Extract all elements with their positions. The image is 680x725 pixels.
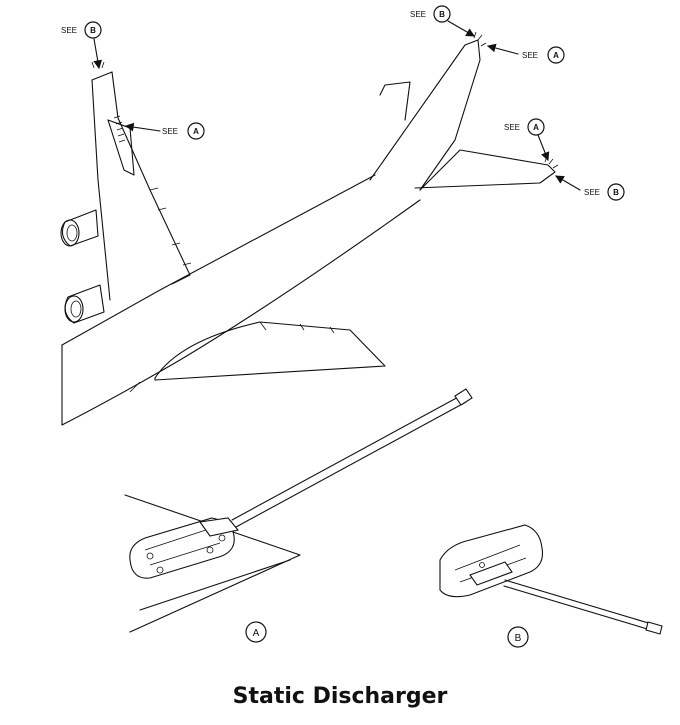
engine-upper <box>60 209 99 247</box>
callout-ref: A <box>553 51 559 60</box>
callout-see-text: SEE <box>162 127 178 136</box>
figure-caption: Static Discharger <box>232 684 448 709</box>
detail-b-discharger: B <box>439 524 663 648</box>
detail-b-label: B <box>515 633 522 644</box>
engine-lower <box>64 284 105 324</box>
aircraft-diagram: SEE B SEE A SEE B SEE A SEE A SEE B <box>60 5 663 648</box>
right-wing <box>129 321 386 393</box>
detail-a-label: A <box>253 628 260 639</box>
callout-3: SEE B <box>410 5 475 37</box>
callout-5: SEE A <box>504 118 550 162</box>
horizontal-stabilizer <box>414 149 559 191</box>
vertical-stabilizer <box>369 31 487 191</box>
callout-ref: A <box>533 123 539 132</box>
callout-2: SEE A <box>124 122 205 140</box>
callout-see-text: SEE <box>504 123 520 132</box>
callout-ref: B <box>613 188 619 197</box>
callout-see-text: SEE <box>584 188 600 197</box>
callout-4: SEE A <box>486 43 565 64</box>
callout-ref: A <box>193 127 199 136</box>
callout-see-text: SEE <box>410 10 426 19</box>
callout-6: SEE B <box>555 175 625 201</box>
callout-1: SEE B <box>61 21 103 70</box>
wing-dischargers <box>113 115 126 143</box>
callout-see-text: SEE <box>522 51 538 60</box>
callout-see-text: SEE <box>61 26 77 35</box>
fuselage <box>61 174 421 426</box>
callout-ref: B <box>439 10 445 19</box>
callout-ref: B <box>90 26 96 35</box>
diagram-canvas: SEE B SEE A SEE B SEE A SEE A SEE B <box>60 5 663 648</box>
detail-a-discharger: A <box>124 388 473 643</box>
left-wing <box>91 71 192 301</box>
